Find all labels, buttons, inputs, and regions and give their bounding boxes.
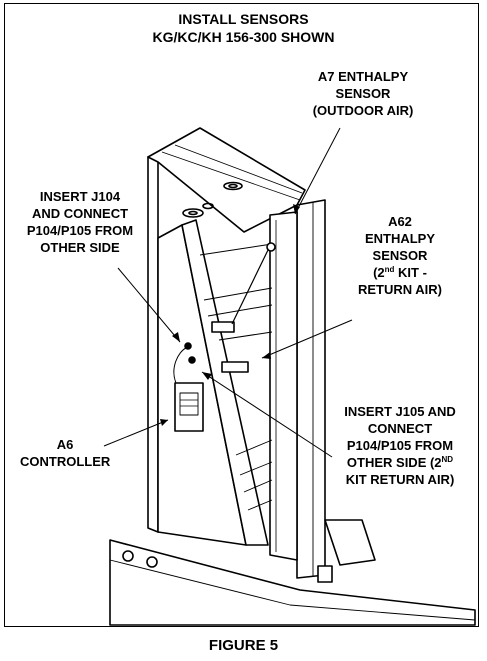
figure-title: INSTALL SENSORS KG/KC/KH 156-300 SHOWN [0,10,487,46]
label-a6-controller: A6 CONTROLLER [20,437,111,469]
leader-a6 [103,419,169,447]
label-insert-j104: INSERT J104 AND CONNECT P104/P105 FROM O… [26,189,134,255]
leader-a7 [294,127,341,215]
title-line-1: INSTALL SENSORS [178,11,309,27]
a6-controller-box [174,382,204,432]
title-line-2: KG/KC/KH 156-300 SHOWN [152,29,335,45]
figure-frame [4,3,479,627]
leader-j105 [201,371,333,458]
label-a62-enthalpy-sensor: A62 ENTHALPY SENSOR (2nd KIT - RETURN AI… [357,214,442,297]
base-rail [109,539,476,626]
leader-j104 [117,267,181,343]
figure-caption: FIGURE 5 [208,637,279,654]
label-insert-j105: INSERT J105 AND CONNECT P104/P105 FROM O… [344,404,456,487]
right-post [296,199,326,579]
label-a7-enthalpy-sensor: A7 ENTHALPY SENSOR (OUTDOOR AIR) [312,69,414,118]
leader-a62 [261,319,353,359]
a7-sensor-body [211,321,235,333]
a62-sensor-body [221,361,249,373]
diagonal-strip [181,219,269,546]
